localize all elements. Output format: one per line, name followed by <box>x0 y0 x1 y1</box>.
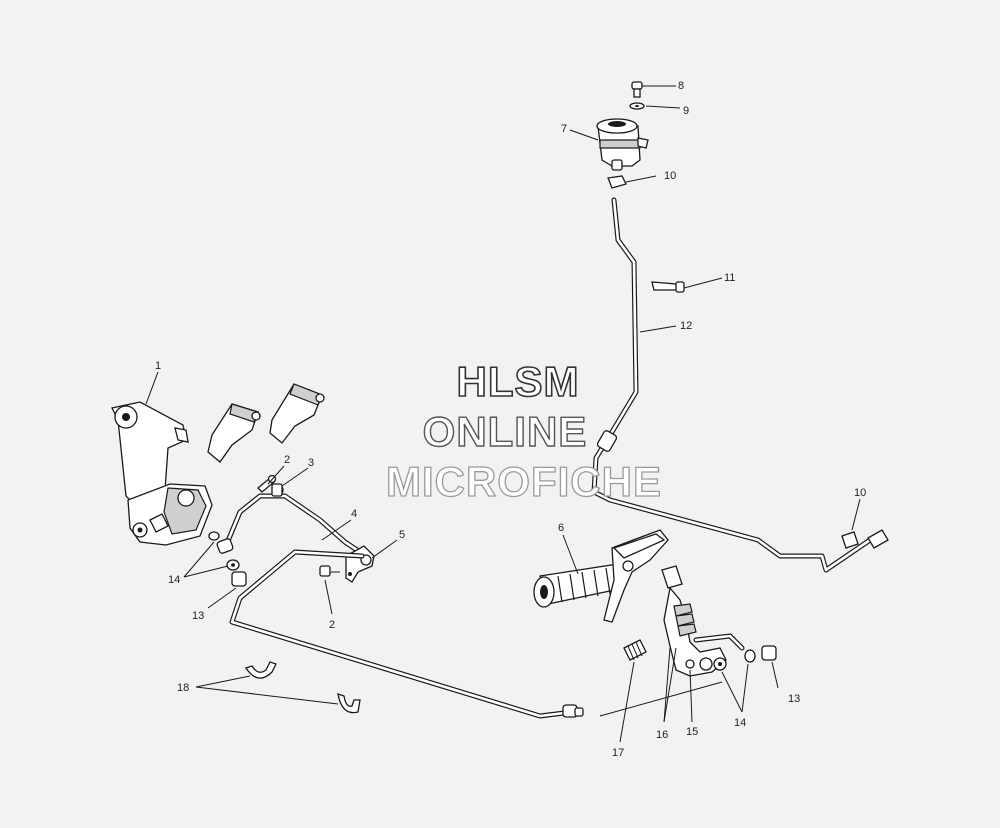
hose-clips <box>244 661 361 714</box>
callout-6: 6 <box>558 522 564 534</box>
brake-pads <box>207 383 325 463</box>
callout-2-lower: 2 <box>329 619 335 631</box>
reservoir-washer <box>629 102 645 110</box>
leader-lines <box>145 85 861 743</box>
hose-bracket <box>345 545 375 583</box>
master-cylinder-washers-bolt <box>699 645 777 671</box>
bracket-bolt-lower <box>319 565 340 577</box>
callout-14-right: 14 <box>734 717 746 729</box>
callout-14-left: 14 <box>168 574 180 586</box>
callout-13-left: 13 <box>192 610 204 622</box>
callout-9: 9 <box>683 105 689 117</box>
callout-15: 15 <box>686 726 698 738</box>
long-brake-line <box>229 549 584 719</box>
master-cylinder <box>663 586 745 677</box>
callout-3: 3 <box>308 457 314 469</box>
callout-10-top: 10 <box>664 170 676 182</box>
brake-pedal <box>533 529 683 623</box>
reservoir-screw <box>631 81 643 98</box>
callout-5: 5 <box>399 529 405 541</box>
reservoir-hose-clamp <box>607 175 627 189</box>
callout-12: 12 <box>680 320 692 332</box>
caliper-hose <box>216 483 363 555</box>
callout-16: 16 <box>656 729 668 741</box>
hose-clamp-right <box>841 531 859 549</box>
callout-4: 4 <box>351 508 357 520</box>
callout-labels: 1 2 3 4 5 2 14 13 18 6 7 8 9 10 11 12 10… <box>155 80 866 759</box>
caliper-bracket-assembly <box>111 401 213 546</box>
fluid-reservoir <box>596 118 649 171</box>
callout-1: 1 <box>155 360 161 372</box>
caliper-washers-bolt <box>208 531 247 587</box>
callout-8: 8 <box>678 80 684 92</box>
master-cylinder-spring <box>623 639 647 661</box>
callout-17: 17 <box>612 747 624 759</box>
watermark-line-3: MICROFICHE <box>386 458 662 505</box>
reservoir-hose <box>591 197 889 573</box>
callout-7: 7 <box>561 123 567 135</box>
callout-10-right: 10 <box>854 487 866 499</box>
hose-pin <box>651 281 685 293</box>
callout-11: 11 <box>724 272 735 284</box>
callout-13-right: 13 <box>788 693 800 705</box>
watermark: HLSM ONLINE MICROFICHE <box>385 357 662 505</box>
callout-18: 18 <box>177 682 189 694</box>
watermark-line-2: ONLINE <box>423 408 588 455</box>
watermark-line-1: HLSM <box>457 358 580 405</box>
callout-2-upper: 2 <box>284 454 290 466</box>
